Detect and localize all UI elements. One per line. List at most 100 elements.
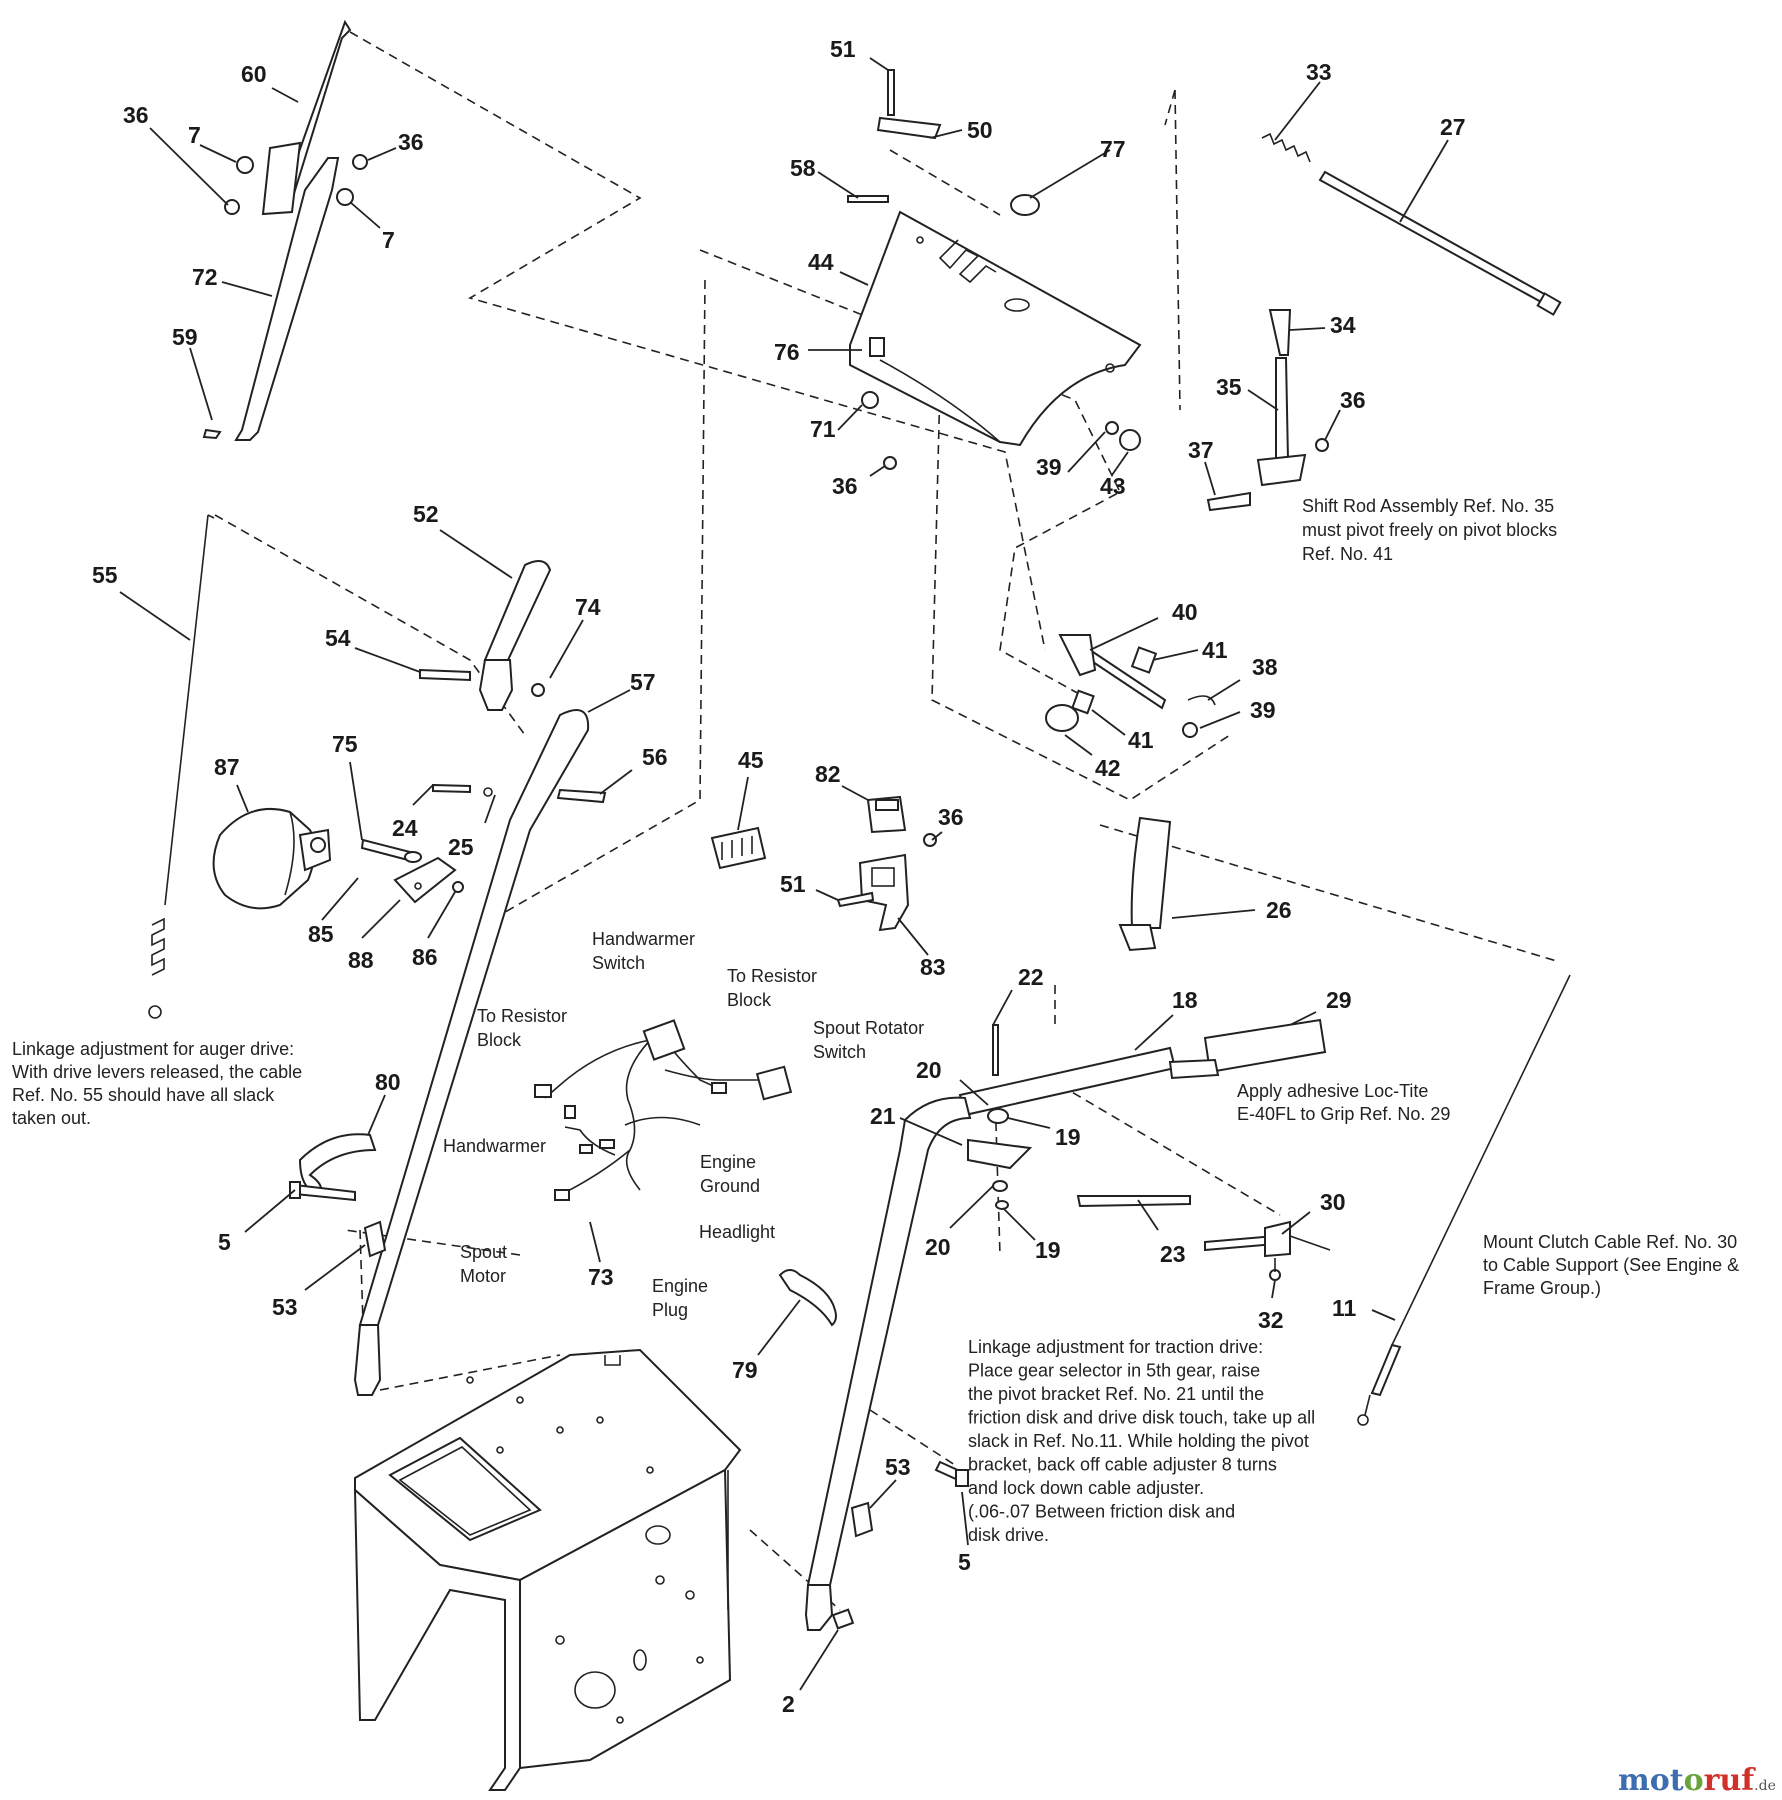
handle-hardware (419, 668, 607, 804)
label-50: 50 (967, 117, 993, 143)
label-41: 41 (1128, 727, 1154, 753)
label-34: 34 (1330, 312, 1356, 338)
shift-lever-35 (1206, 309, 1329, 512)
label-43: 43 (1100, 473, 1126, 499)
note-clutch-cable: Mount Clutch Cable Ref. No. 30 to Cable … (1483, 1232, 1744, 1298)
switch-45 (710, 826, 767, 870)
label-36: 36 (832, 473, 858, 499)
upper-handle-57 (353, 709, 590, 1396)
label-72: 72 (192, 264, 218, 290)
label-24: 24 (392, 815, 418, 841)
grip-52 (478, 560, 552, 711)
upper-grip-26 (1118, 816, 1172, 952)
label-36: 36 (1340, 387, 1366, 413)
label-86: 86 (412, 944, 438, 970)
label-22: 22 (1018, 964, 1044, 990)
label-80: 80 (375, 1069, 401, 1095)
note-loctite: Apply adhesive Loc-Tite E-40FL to Grip R… (1237, 1081, 1450, 1124)
clamp-53-right (850, 1501, 874, 1538)
part-numbers: 60 36 7 36 7 72 59 51 50 58 77 44 76 71 … (92, 36, 1466, 1717)
label-11: 11 (1332, 1295, 1357, 1321)
clamp-53-left (363, 1220, 387, 1258)
control-panel-44 (849, 210, 1142, 447)
label-33: 33 (1306, 59, 1332, 85)
wire-labels: Handwarmer Switch To Resistor Block To R… (443, 929, 929, 1320)
frame-console (353, 1348, 742, 1791)
label-5: 5 (218, 1229, 231, 1255)
label-44: 44 (808, 249, 834, 275)
label-55: 55 (92, 562, 118, 588)
label-51: 51 (780, 871, 806, 897)
bolt-5-left (289, 1181, 356, 1202)
label-40: 40 (1172, 599, 1198, 625)
label-57: 57 (630, 669, 656, 695)
label-19: 19 (1035, 1237, 1061, 1263)
label-41: 41 (1202, 637, 1228, 663)
label-38: 38 (1252, 654, 1278, 680)
label-21: 21 (870, 1103, 896, 1129)
note-auger-linkage: Linkage adjustment for auger drive: With… (12, 1039, 307, 1128)
label-32: 32 (1258, 1307, 1284, 1333)
pivot-bracket (967, 1024, 1191, 1210)
leader-lines (119, 57, 1449, 1691)
label-7: 7 (188, 122, 201, 148)
label-74: 74 (575, 594, 601, 620)
label-59: 59 (172, 324, 198, 350)
notes: Shift Rod Assembly Ref. No. 35 must pivo… (12, 496, 1744, 1545)
linkage-rod-72 (234, 157, 340, 441)
spring-33 (1261, 132, 1311, 163)
svg-text:motoruf.de: motoruf.de (1618, 1763, 1776, 1798)
watermark-logo: motoruf.de (1618, 1763, 1776, 1798)
label-23: 23 (1160, 1241, 1186, 1267)
label-39: 39 (1036, 454, 1062, 480)
wire-label-spout-motor: Spout Motor (460, 1242, 512, 1286)
strap-79 (778, 1269, 837, 1327)
wire-harness-73 (534, 1019, 793, 1201)
headlight-87 (212, 808, 332, 910)
wire-label-handwarmer: Handwarmer (443, 1136, 546, 1156)
label-71: 71 (810, 416, 836, 442)
wire-label-to-resistor-block-left: To Resistor Block (477, 1006, 572, 1050)
linkage-hardware (202, 154, 368, 440)
switch-82 (866, 795, 907, 834)
label-52: 52 (413, 501, 439, 527)
label-45: 45 (738, 747, 764, 773)
cable-11 (1357, 974, 1571, 1426)
wire-label-engine-plug: Engine Plug (652, 1276, 713, 1320)
clutch-cable-30 (1204, 1220, 1331, 1281)
note-shift-rod: Shift Rod Assembly Ref. No. 35 must pivo… (1302, 496, 1562, 564)
label-20: 20 (925, 1234, 951, 1260)
label-7: 7 (382, 227, 395, 253)
label-36: 36 (938, 804, 964, 830)
label-87: 87 (214, 754, 240, 780)
grip-29 (1168, 1018, 1327, 1080)
label-76: 76 (774, 339, 800, 365)
label-79: 79 (732, 1357, 758, 1383)
panel-hardware (847, 69, 1141, 470)
label-82: 82 (815, 761, 841, 787)
shift-rod-27 (1318, 170, 1562, 316)
label-37: 37 (1188, 437, 1214, 463)
wire-label-spout-rotator-switch: Spout Rotator Switch (813, 1018, 929, 1062)
label-19: 19 (1055, 1124, 1081, 1150)
label-53: 53 (272, 1294, 298, 1320)
wire-label-engine-ground: Engine Ground (700, 1152, 761, 1196)
note-traction-linkage: Linkage adjustment for traction drive: P… (968, 1337, 1320, 1545)
label-20: 20 (916, 1057, 942, 1083)
headlight-hardware (360, 838, 464, 904)
pivot-block-assembly (1045, 634, 1216, 738)
label-27: 27 (1440, 114, 1466, 140)
label-83: 83 (920, 954, 946, 980)
label-75: 75 (332, 731, 358, 757)
label-2: 2 (782, 1691, 795, 1717)
label-25: 25 (448, 834, 474, 860)
label-85: 85 (308, 921, 334, 947)
wire-label-handwarmer-switch: Handwarmer Switch (592, 929, 700, 973)
label-58: 58 (790, 155, 816, 181)
label-39: 39 (1250, 697, 1276, 723)
label-30: 30 (1320, 1189, 1346, 1215)
label-18: 18 (1172, 987, 1198, 1013)
label-35: 35 (1216, 374, 1242, 400)
label-54: 54 (325, 625, 351, 651)
